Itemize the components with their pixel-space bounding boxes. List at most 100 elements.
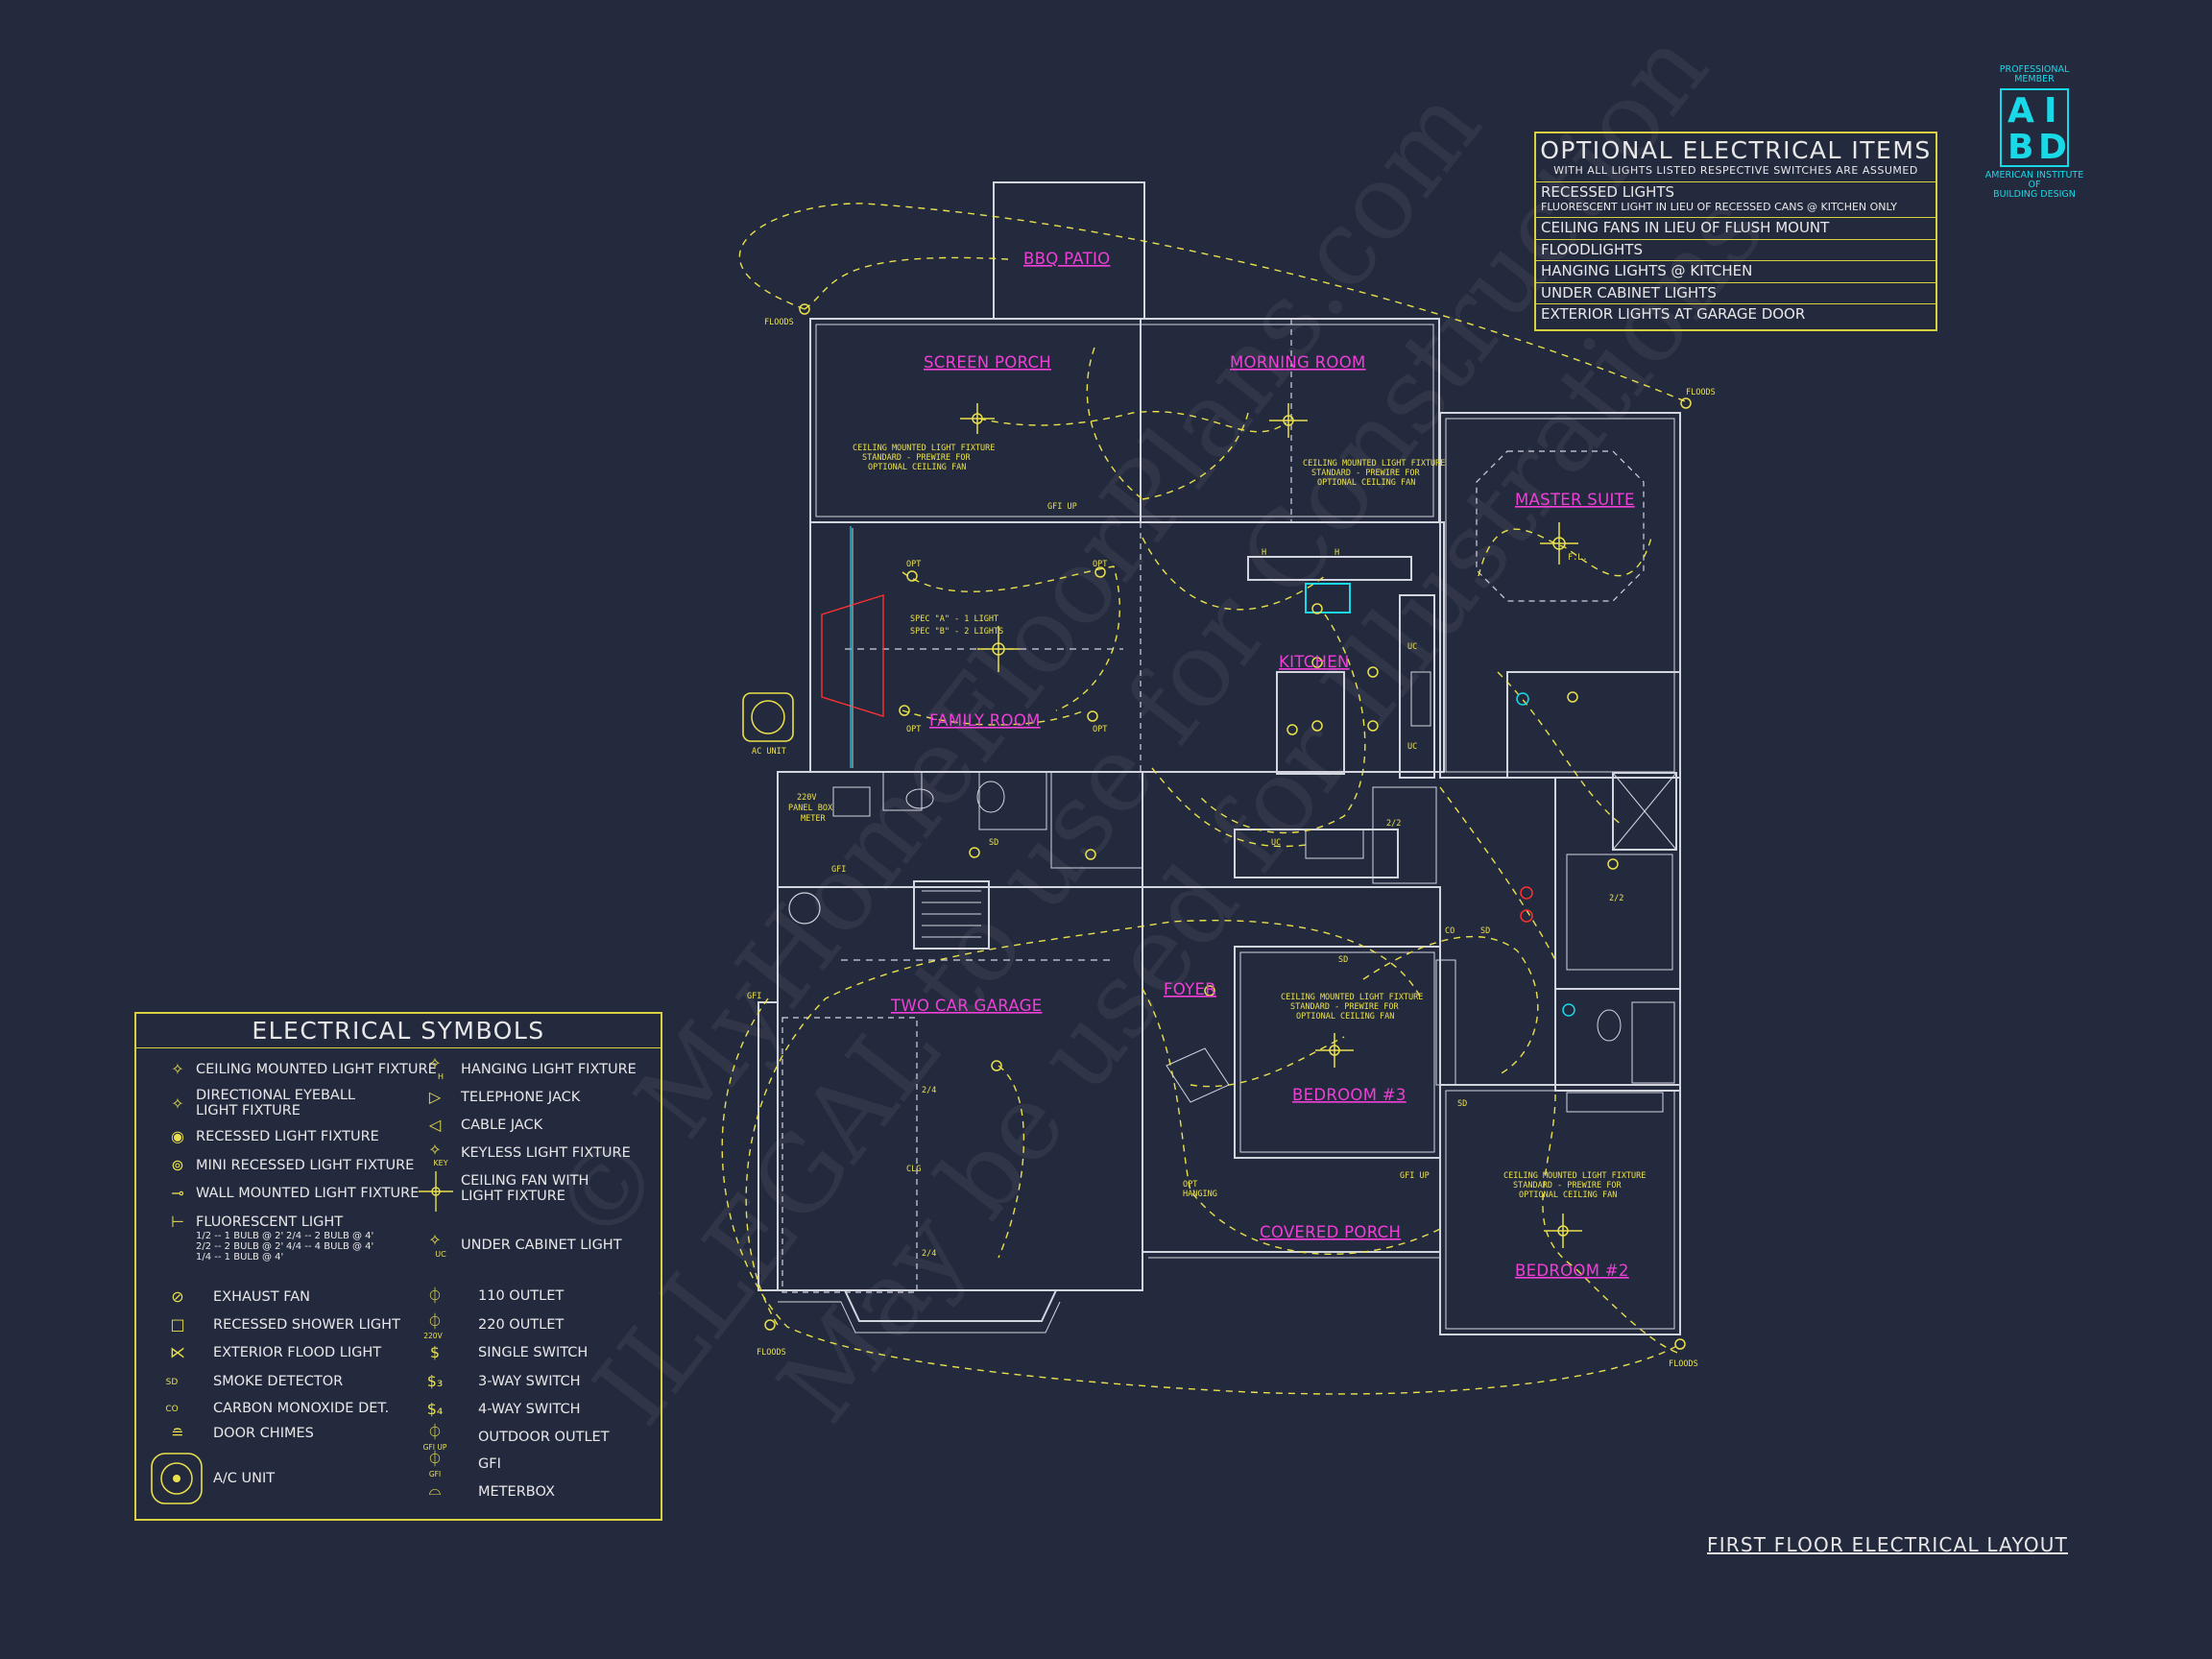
ceiling-light-icon <box>1204 985 1215 997</box>
fluorescent-size-label: 2/4 <box>922 1249 936 1259</box>
room-two-car-garage: TWO CAR GARAGE <box>890 997 1042 1015</box>
logo-letter: I <box>2044 91 2057 131</box>
exhaust-fan-icon: ⊘ <box>171 1287 184 1306</box>
fluorescent-sub-line: 4/4 -- 4 BULB @ 4' <box>286 1241 374 1252</box>
mini-recessed-light-icon: ⊚ <box>171 1156 184 1174</box>
optional-item-row: EXTERIOR LIGHTS AT GARAGE DOOR <box>1541 305 1806 323</box>
v220-label: 220V <box>797 793 816 803</box>
flood-light-icon <box>799 303 810 315</box>
legend-item: RECESSED LIGHT FIXTURE <box>196 1129 379 1144</box>
opt-label: OPT <box>906 725 921 734</box>
logo-top-text: PROFESSIONAL MEMBER <box>1999 64 2070 84</box>
gfi-up-label: GFI UP <box>1047 502 1077 512</box>
optional-item-row: FLOODLIGHTS <box>1536 240 1936 261</box>
eyeball-light-icon: ✧ <box>171 1094 184 1113</box>
outlet-220-tag: 220V <box>423 1332 443 1340</box>
outlet-220-icon: ⏀ <box>426 1312 443 1331</box>
keyless-light-icon: ✧ <box>428 1141 442 1159</box>
outlet-110-icon: ⏀ <box>426 1286 443 1305</box>
floods-label: FLOODS <box>1669 1359 1698 1369</box>
fixture-note-line: OPTIONAL CEILING FAN <box>868 463 966 472</box>
fluorescent-sub-line: 1/4 -- 1 BULB @ 4' <box>196 1252 284 1262</box>
ceiling-fan-icon <box>1315 1033 1354 1068</box>
ceiling-fan-icon <box>419 1171 453 1212</box>
fluorescent-size-label: 2/4 <box>922 1086 936 1095</box>
outdoor-outlet-tag: GFI UP <box>422 1443 447 1452</box>
co-detector-icon: CO <box>165 1405 179 1414</box>
legend-item: GFI <box>478 1456 501 1472</box>
optional-item-row: HANGING LIGHTS @ KITCHEN <box>1536 261 1936 283</box>
recessed-light-icon <box>1367 666 1379 678</box>
fixtures <box>764 303 1692 1350</box>
logo-bottom-text: OF <box>2028 180 2041 190</box>
logo-letter: B <box>2008 128 2034 167</box>
fl-label: F.L. <box>1568 553 1587 563</box>
floods-label: FLOODS <box>757 1348 786 1358</box>
recessed-light-icon <box>1367 720 1379 732</box>
room-bbq-patio: BBQ PATIO <box>1023 250 1110 268</box>
panel-box-label: PANEL BOX <box>788 804 833 813</box>
smoke-detector-label: SD <box>1457 1099 1467 1109</box>
room-labels: BBQ PATIO SCREEN PORCH MORNING ROOM MAST… <box>890 250 1634 1280</box>
room-covered-porch: COVERED PORCH <box>1260 1223 1401 1241</box>
cable-jack-icon: ◁ <box>428 1116 442 1134</box>
fluorescent-sub-line: 2/2 -- 2 BULB @ 2' <box>196 1241 284 1252</box>
wiring <box>721 203 1691 1395</box>
uc-label: UC <box>1407 742 1417 752</box>
co-label: CO <box>1445 926 1455 936</box>
spec-b-label: SPEC "B" - 2 LIGHTS <box>910 627 1003 637</box>
ceiling-fan-icon <box>1544 1214 1582 1248</box>
flood-light-icon <box>764 1319 776 1331</box>
legend-item: EXTERIOR FLOOD LIGHT <box>213 1345 382 1360</box>
legend-item: 3-WAY SWITCH <box>478 1374 581 1389</box>
hanging-light-tag: H <box>437 1072 444 1081</box>
h-label: H <box>1262 548 1266 558</box>
uc-label: UC <box>1407 642 1417 652</box>
logo-box: A I B D <box>2000 88 2069 167</box>
ceiling-light-icon: ✧ <box>171 1060 184 1078</box>
ceiling-fan-icon <box>977 626 1020 672</box>
outlet-icon <box>1520 909 1533 923</box>
exhaust-fan-icon <box>1562 1003 1575 1017</box>
legend-item: A/C UNIT <box>213 1471 276 1486</box>
spec-a-label: SPEC "A" - 1 LIGHT <box>910 614 998 624</box>
ceiling-light-icon <box>1087 710 1098 722</box>
under-cabinet-light-icon: ✧ <box>428 1231 442 1249</box>
fluorescent-light-icon: ⊢ <box>171 1213 184 1231</box>
wall-light-icon: ⊸ <box>171 1184 184 1202</box>
ceiling-light-icon <box>969 847 980 858</box>
optional-item-row: UNDER CABINET LIGHTS <box>1536 283 1936 304</box>
legend-item: CEILING FAN WITH <box>461 1173 589 1189</box>
logo-bottom-text: BUILDING DESIGN <box>1993 189 2076 200</box>
legend-item: LIGHT FIXTURE <box>461 1189 565 1204</box>
room-screen-porch: SCREEN PORCH <box>924 353 1051 372</box>
recessed-light-icon <box>1311 657 1323 668</box>
optional-item-sublabel: FLUORESCENT LIGHT IN LIEU OF RECESSED CA… <box>1541 201 1897 213</box>
legend-title: ELECTRICAL SYMBOLS <box>136 1014 661 1048</box>
optional-electrical-items-table: OPTIONAL ELECTRICAL ITEMS WITH ALL LIGHT… <box>1534 132 1937 331</box>
optional-item-label: RECESSED LIGHTS <box>1541 183 1675 201</box>
fixture-note-line: OPTIONAL CEILING FAN <box>1519 1190 1617 1200</box>
legend-item: CABLE JACK <box>461 1118 543 1133</box>
under-cabinet-tag: UC <box>435 1250 446 1259</box>
room-morning-room: MORNING ROOM <box>1230 353 1366 372</box>
recessed-light-icon: ◉ <box>171 1127 184 1145</box>
legend-item: CEILING MOUNTED LIGHT FIXTURE <box>196 1062 437 1077</box>
flood-light-icon <box>1674 1338 1686 1350</box>
ac-unit-label: AC UNIT <box>752 747 786 757</box>
optional-item-row: CEILING FANS IN LIEU OF FLUSH MOUNT <box>1536 218 1936 240</box>
ceiling-light-icon <box>1085 849 1096 860</box>
single-switch-icon: $ <box>429 1343 441 1361</box>
ceiling-light-icon <box>991 1060 1002 1071</box>
legend-item: MINI RECESSED LIGHT FIXTURE <box>196 1158 415 1173</box>
h-label: H <box>1334 548 1339 558</box>
legend-item: HANGING LIGHT FIXTURE <box>461 1062 637 1077</box>
shower-light-icon: □ <box>170 1315 185 1334</box>
ac-unit-icon <box>151 1453 203 1504</box>
fluorescent-sub: 1/2 -- 1 BULB @ 2' 2/2 -- 2 BULB @ 2' 1/… <box>196 1231 283 1262</box>
gfi-up-label: GFI UP <box>1400 1171 1430 1181</box>
fixture-note-line: CEILING MOUNTED LIGHT FIXTURE <box>1281 993 1423 1002</box>
fixture-note-line: STANDARD - PREWIRE FOR <box>1513 1181 1622 1190</box>
fixture-note-line: OPTIONAL CEILING FAN <box>1296 1012 1394 1022</box>
fixture-note-line: STANDARD - PREWIRE FOR <box>1311 469 1420 478</box>
